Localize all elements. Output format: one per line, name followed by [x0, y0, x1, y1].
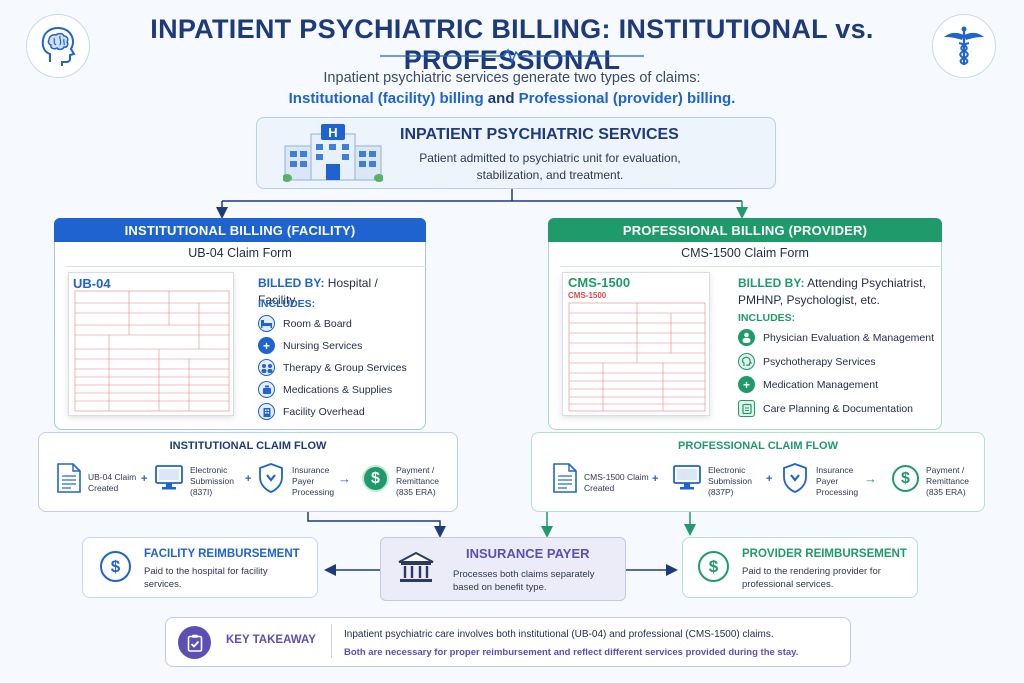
- billed-by-value: Hospital / Facility: [258, 276, 378, 307]
- document-icon: [553, 463, 577, 493]
- computer-icon: [673, 465, 701, 490]
- intro-institutional: Institutional (facility) billing: [288, 90, 484, 107]
- institutional-header: INSTITUTIONAL BILLING (FACILITY): [54, 218, 426, 242]
- include-item: Psychotherapy Services: [738, 353, 876, 370]
- dollar-icon: $: [892, 465, 919, 492]
- intro-and: and: [483, 90, 519, 107]
- psychotherapy-icon: [738, 353, 755, 370]
- professional-header: PROFESSIONAL BILLING (PROVIDER): [548, 218, 942, 242]
- cms1500-form-lines: [568, 302, 706, 412]
- facility-reimbursement-box: [82, 537, 318, 598]
- building-icon: [258, 403, 275, 420]
- group-icon: [258, 359, 275, 376]
- medication-cross-icon: +: [738, 376, 755, 393]
- key-takeaway-label: KEY TAKEAWAY: [226, 634, 316, 646]
- include-item: Care Planning & Documentation: [738, 400, 913, 417]
- medical-cross-icon: +: [258, 337, 275, 354]
- plus-separator: +: [245, 473, 252, 485]
- plus-separator: +: [141, 473, 148, 485]
- ub04-label: UB-04: [73, 276, 111, 291]
- facility-reimbursement-title: FACILITY REIMBURSEMENT: [144, 548, 300, 560]
- key-takeaway-line2: Both are necessary for proper reimbursem…: [344, 647, 799, 658]
- computer-icon: [155, 465, 183, 490]
- provider-reimbursement-title: PROVIDER REIMBURSEMENT: [742, 548, 907, 560]
- arrow-separator: →: [864, 471, 877, 486]
- heartbeat-divider: [380, 48, 644, 64]
- institutional-divider: [66, 266, 426, 267]
- professional-form-name: CMS-1500 Claim Form: [681, 246, 809, 260]
- intro-line: Inpatient psychiatric services generate …: [323, 70, 701, 86]
- include-item: Therapy & Group Services: [258, 359, 407, 376]
- bed-icon: [258, 315, 275, 332]
- dollar-icon: $: [100, 551, 131, 582]
- flow-step-label: Electronic Submission (837P): [708, 465, 752, 497]
- plus-separator: +: [652, 473, 659, 485]
- brain-head-icon: [41, 26, 76, 66]
- ub04-form-lines: [74, 290, 230, 412]
- professional-billed-by: BILLED BY: Attending Psychiatrist, PMHNP…: [738, 275, 934, 309]
- caduceus-logo: [932, 14, 996, 78]
- takeaway-divider: [331, 624, 332, 658]
- professional-flow-title: PROFESSIONAL CLAIM FLOW: [678, 440, 838, 452]
- cms1500-label: CMS-1500: [568, 275, 631, 290]
- key-takeaway-line1: Inpatient psychiatric care involves both…: [344, 629, 774, 640]
- medication-icon: [258, 381, 275, 398]
- cms1500-form-image: [562, 272, 710, 416]
- arrow-separator: →: [338, 471, 351, 486]
- include-item: + Medication Management: [738, 376, 878, 393]
- flow-step-label: CMS-1500 Claim Created: [584, 472, 649, 493]
- intro-professional: Professional (provider) billing.: [518, 90, 736, 107]
- shield-icon: [259, 463, 283, 493]
- hospital-icon: H: [283, 124, 383, 182]
- facility-reimbursement-desc: Paid to the hospital for facility servic…: [144, 566, 268, 590]
- insurance-payer-title: INSURANCE PAYER: [466, 546, 590, 561]
- hospital-sign: H: [328, 125, 337, 140]
- include-item: Physician Evaluation & Management: [738, 329, 934, 346]
- page-title: INPATIENT PSYCHIATRIC BILLING: INSTITUTI…: [150, 14, 874, 75]
- intro-highlight: Institutional (facility) billing and Pro…: [0, 90, 1024, 107]
- professional-divider: [560, 266, 940, 267]
- include-item: + Nursing Services: [258, 337, 362, 354]
- physician-icon: [738, 329, 755, 346]
- plus-separator: +: [766, 473, 773, 485]
- insurance-payer-desc: Processes both claims separately based o…: [453, 569, 595, 593]
- flow-step-label: Electronic Submission (837I): [190, 465, 234, 497]
- caduceus-icon: [944, 26, 984, 65]
- flow-step-label: UB-04 Claim Created: [88, 472, 137, 493]
- cms1500-sublabel: CMS-1500: [568, 291, 607, 300]
- provider-reimbursement-desc: Paid to the rendering provider for profe…: [742, 566, 881, 590]
- include-item: Medications & Supplies: [258, 381, 392, 398]
- flow-step-label: Payment / Remittance (835 ERA): [926, 465, 969, 497]
- institutional-flow-title: INSTITUTIONAL CLAIM FLOW: [169, 440, 327, 452]
- include-item: Room & Board: [258, 315, 352, 332]
- billed-by-value: Attending Psychiatrist, PMHNP, Psycholog…: [738, 276, 926, 307]
- institutional-form-name: UB-04 Claim Form: [188, 246, 292, 260]
- key-takeaway-box: [165, 617, 851, 667]
- document-icon: [57, 463, 81, 493]
- billed-by-label: BILLED BY:: [738, 276, 805, 290]
- services-title: INPATIENT PSYCHIATRIC SERVICES: [400, 126, 679, 143]
- billed-by-label: BILLED BY:: [258, 276, 325, 290]
- institutional-flow-box: [38, 432, 458, 512]
- include-item: Facility Overhead: [258, 403, 365, 420]
- brain-logo: [26, 14, 90, 78]
- institutional-includes-label: INCLUDES:: [258, 298, 316, 310]
- flow-step-label: Payment / Remittance (835 ERA): [396, 465, 439, 497]
- institutional-billed-by: BILLED BY: Hospital / Facility: [258, 275, 418, 309]
- ub04-form-image: [68, 272, 234, 416]
- flow-step-label: Insurance Payer Processing: [816, 465, 859, 497]
- dollar-icon: $: [698, 551, 729, 582]
- bank-icon: [398, 551, 434, 582]
- professional-includes-label: INCLUDES:: [738, 312, 796, 324]
- flow-step-label: Insurance Payer Processing: [292, 465, 335, 497]
- shield-icon: [783, 463, 807, 493]
- clipboard-check-icon: [178, 626, 211, 659]
- services-description: Patient admitted to psychiatric unit for…: [419, 151, 681, 182]
- clipboard-icon: [738, 400, 755, 417]
- dollar-icon: $: [362, 465, 389, 492]
